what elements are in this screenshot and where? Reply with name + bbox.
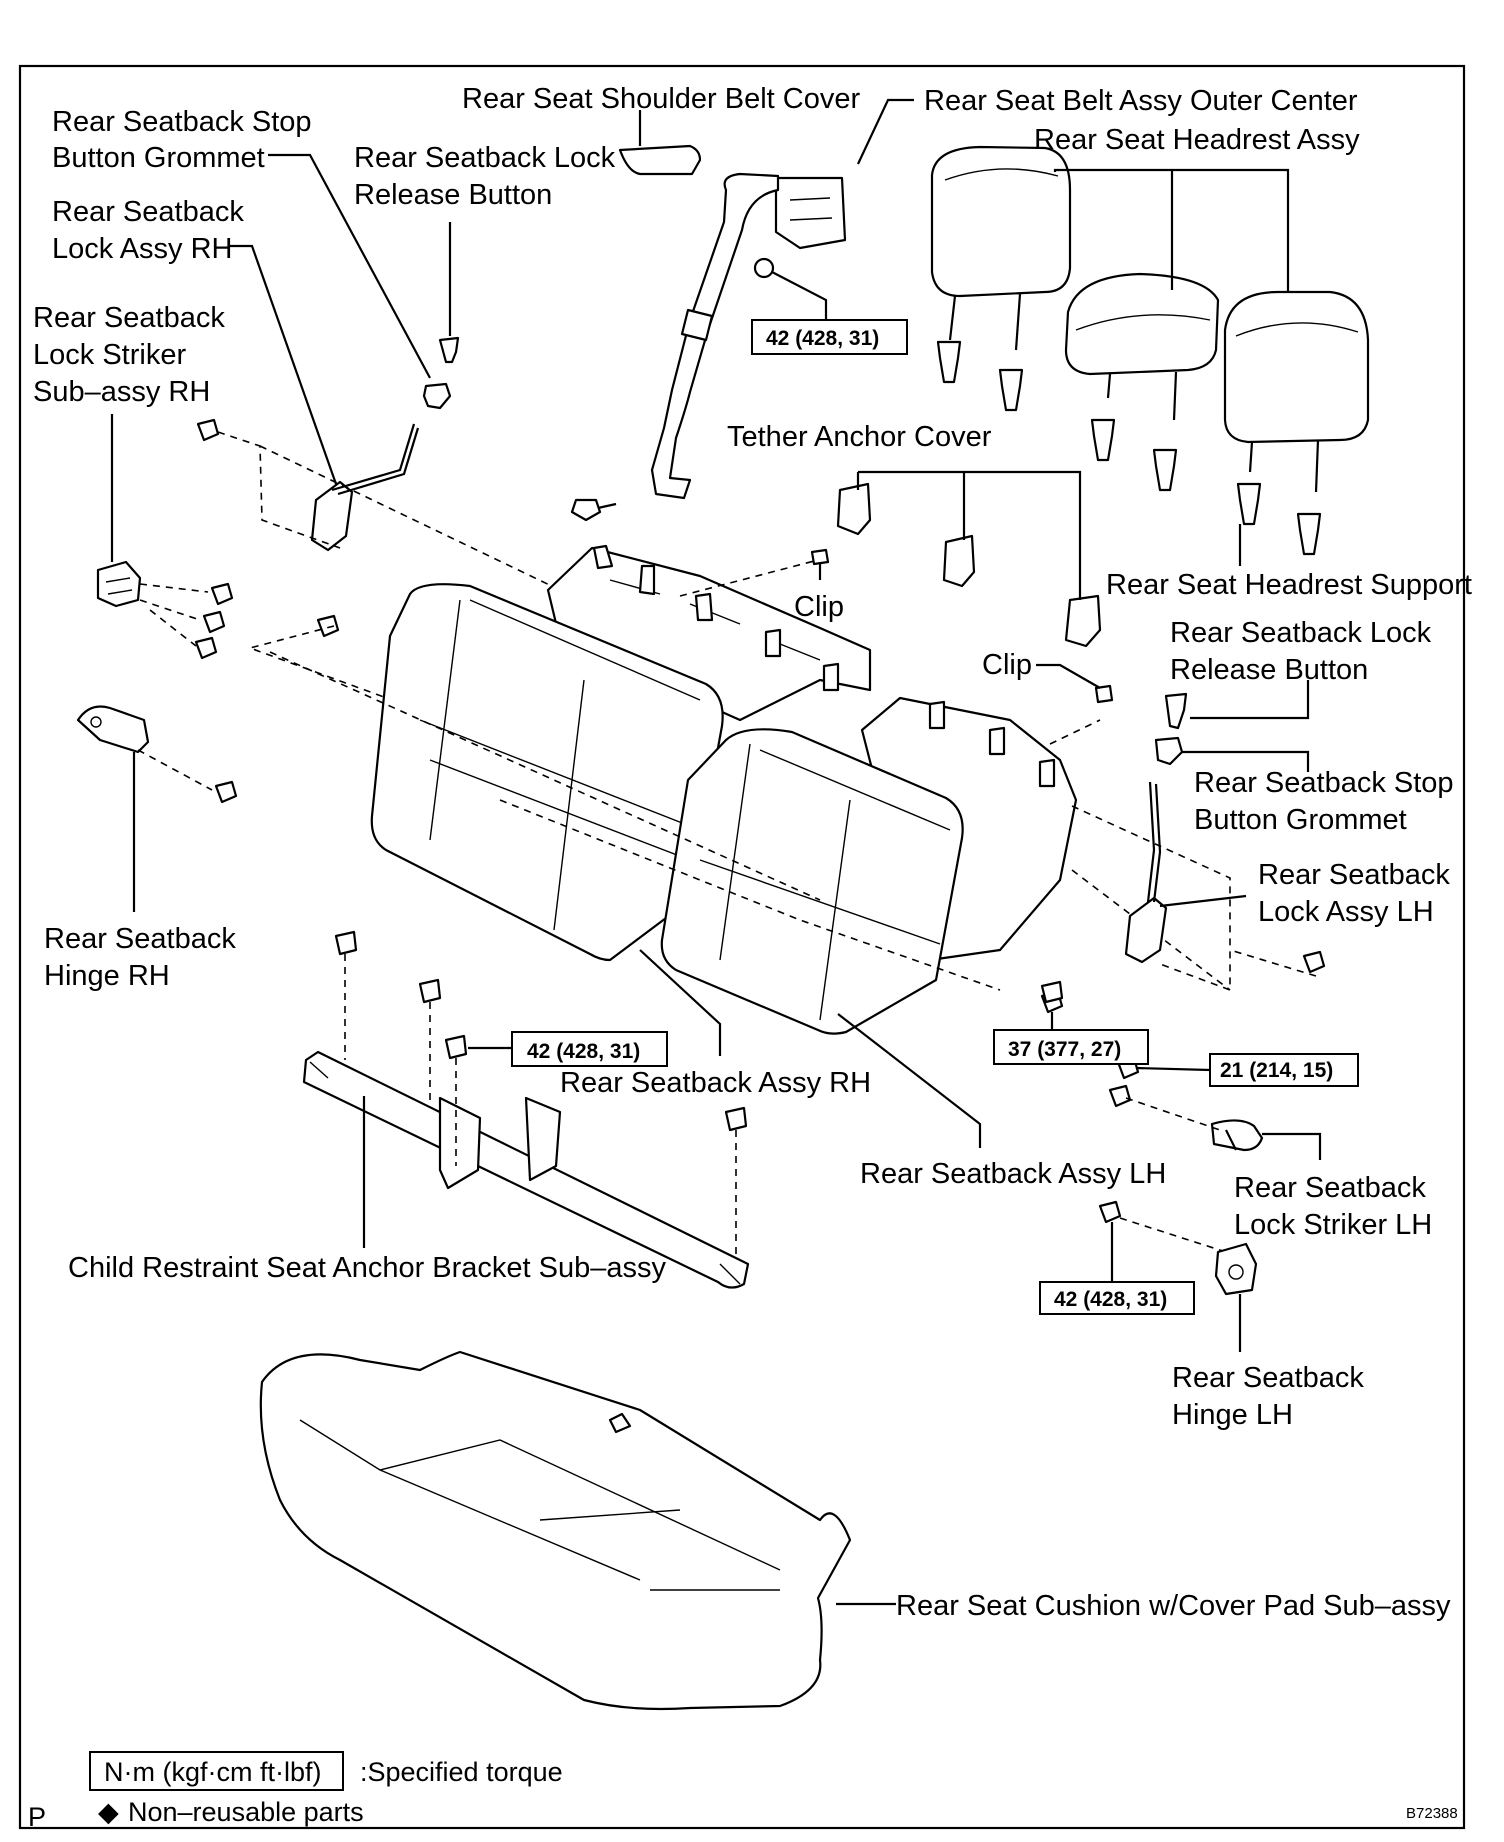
legend-torque-unit: N·m (kgf·cm ft·lbf)	[104, 1757, 321, 1787]
label-striker-rh: Rear Seatback	[33, 302, 225, 334]
legend-torque-desc: :Specified torque	[360, 1757, 563, 1787]
label-clip-1: Clip	[794, 591, 844, 623]
diagram-frame	[18, 64, 1466, 1830]
torque-striker-bolt: 21 (214, 15)	[1220, 1059, 1333, 1082]
label-headrest-support: Rear Seat Headrest Support	[1106, 569, 1472, 601]
label-striker-rh-2: Lock Striker	[33, 339, 186, 371]
label-clip-2: Clip	[982, 649, 1032, 681]
stop-button-grommet-rh	[422, 382, 452, 410]
label-stop-grommet-rh-2: Button Grommet	[52, 142, 265, 174]
stop-button-grommet-lh	[1154, 736, 1184, 766]
seat-cushion	[259, 1350, 852, 1711]
label-tether-anchor-cover: Tether Anchor Cover	[727, 421, 992, 453]
torque-hinge-lh-bolt: 42 (428, 31)	[1054, 1288, 1167, 1311]
label-lock-assy-rh-2: Lock Assy RH	[52, 233, 233, 265]
label-hinge-lh: Rear Seatback	[1172, 1362, 1364, 1394]
figure-id: B72388	[1406, 1805, 1458, 1822]
label-lock-assy-lh-2: Lock Assy LH	[1258, 896, 1434, 928]
hinge-rh	[76, 705, 150, 754]
label-stop-grommet-rh: Rear Seatback Stop	[52, 106, 312, 138]
label-lock-assy-rh: Rear Seatback	[52, 196, 244, 228]
label-lock-release-rh: Rear Seatback Lock	[354, 142, 616, 174]
label-striker-lh: Rear Seatback	[1234, 1172, 1426, 1204]
torque-anchor-bolt: 42 (428, 31)	[527, 1040, 640, 1063]
legend-nonreusable-desc: Non–reusable parts	[128, 1797, 364, 1827]
label-belt-outer-center: Rear Seat Belt Assy Outer Center	[924, 85, 1358, 117]
label-seatback-lh: Rear Seatback Assy LH	[860, 1158, 1166, 1190]
label-stop-grommet-lh: Rear Seatback Stop	[1194, 767, 1454, 799]
label-headrest-assy: Rear Seat Headrest Assy	[1034, 124, 1360, 156]
seatback-lh	[660, 728, 964, 1035]
lock-assy-lh	[1124, 781, 1168, 964]
label-cushion: Rear Seat Cushion w/Cover Pad Sub–assy	[896, 1590, 1451, 1622]
label-striker-rh-3: Sub–assy RH	[33, 376, 210, 408]
lock-assy-rh	[310, 423, 420, 552]
label-hinge-lh-2: Hinge LH	[1172, 1399, 1293, 1431]
label-lock-release-lh-2: Release Button	[1170, 654, 1368, 686]
headrest-right	[1223, 290, 1370, 493]
label-striker-lh-2: Lock Striker LH	[1234, 1209, 1432, 1241]
label-lock-assy-lh: Rear Seatback	[1258, 859, 1450, 891]
lock-release-button-rh	[438, 336, 460, 364]
torque-seatback-bolt: 37 (377, 27)	[1008, 1038, 1121, 1061]
seatback-rh	[370, 583, 724, 962]
lock-striker-lh	[1210, 1119, 1264, 1152]
label-shoulder-belt-cover: Rear Seat Shoulder Belt Cover	[462, 83, 860, 115]
label-hinge-rh-2: Hinge RH	[44, 960, 170, 992]
label-hinge-rh: Rear Seatback	[44, 923, 236, 955]
shoulder-belt-cover	[618, 110, 702, 176]
label-stop-grommet-lh-2: Button Grommet	[1194, 804, 1407, 836]
seatback-rh-frame	[546, 544, 872, 722]
belt-lower-bolt	[570, 498, 617, 522]
legend-diamond-icon: ◆	[98, 1797, 119, 1827]
headrest-supports	[936, 340, 1322, 556]
corner-letter: P	[28, 1802, 46, 1832]
child-anchor-bracket	[302, 1050, 750, 1289]
label-child-anchor: Child Restraint Seat Anchor Bracket Sub–…	[68, 1252, 667, 1284]
lock-release-button-lh	[1164, 692, 1188, 730]
clips	[810, 548, 1114, 704]
headrest-center	[1064, 272, 1220, 421]
belt-assembly	[650, 172, 847, 500]
torque-belt-bolt: 42 (428, 31)	[766, 327, 879, 350]
seatback-bolt-37	[1040, 980, 1064, 1004]
tether-anchor-covers	[836, 482, 1102, 648]
label-lock-release-lh: Rear Seatback Lock	[1170, 617, 1432, 649]
label-seatback-rh: Rear Seatback Assy RH	[560, 1067, 871, 1099]
lock-striker-rh	[96, 560, 142, 608]
anchor-bolts	[334, 930, 748, 1132]
bolts-left	[194, 418, 340, 804]
hinge-lh	[1214, 1242, 1258, 1296]
label-lock-release-rh-2: Release Button	[354, 179, 552, 211]
headrest-left	[930, 145, 1072, 351]
